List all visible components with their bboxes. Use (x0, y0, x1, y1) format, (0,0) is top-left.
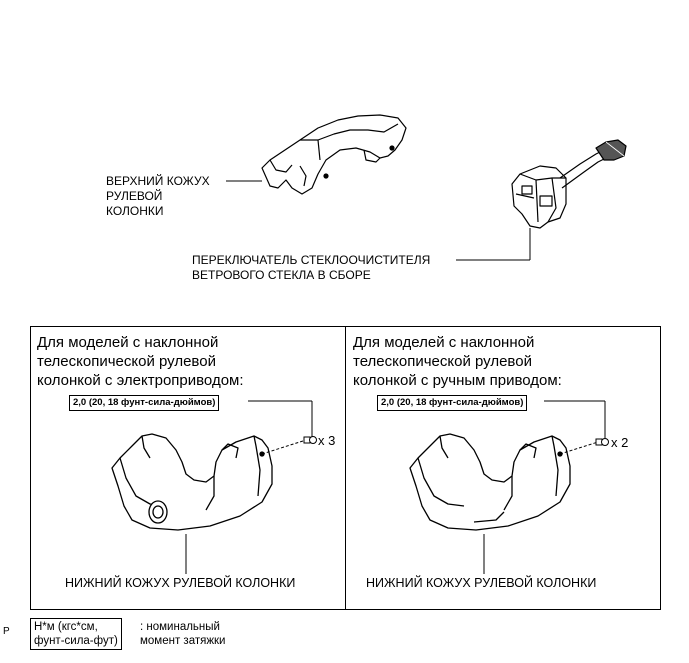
wiper-switch-label-line: ВЕТРОВОГО СТЕКЛА В СБОРЕ (192, 268, 371, 282)
upper-cover-label: ВЕРХНИЙ КОЖУХ РУЛЕВОЙ КОЛОНКИ (106, 174, 210, 219)
torque-leader-left (185, 400, 313, 574)
top-leader-lines (226, 180, 531, 261)
panel-title-line: Для моделей с наклонной (353, 334, 535, 351)
bolt-left-illustration (261, 436, 317, 455)
panel-title: Для моделей с наклонной телескопической … (37, 333, 244, 390)
bolt-count: x 2 (611, 435, 629, 450)
lower-cover-label: НИЖНИЙ КОЖУХ РУЛЕВОЙ КОЛОНКИ (65, 576, 296, 590)
panel-title: Для моделей с наклонной телескопической … (353, 333, 562, 390)
legend-unit-box: Н*м (кгс*см, фунт-сила-фут) (30, 618, 122, 650)
corner-mark: P (3, 626, 10, 637)
panel-manual: Для моделей с наклонной телескопической … (345, 326, 661, 610)
wiper-switch-label: ПЕРЕКЛЮЧАТЕЛЬ СТЕКЛООЧИСТИТЕЛЯ ВЕТРОВОГО… (192, 253, 430, 283)
torque-spec: 2,0 (20, 18 фунт-сила-дюймов) (69, 395, 220, 411)
upper-cover-illustration (261, 114, 407, 195)
panel-electric: Для моделей с наклонной телескопической … (30, 326, 346, 610)
wiper-switch-label-line: ПЕРЕКЛЮЧАТЕЛЬ СТЕКЛООЧИСТИТЕЛЯ (192, 253, 431, 267)
lower-cover-label: НИЖНИЙ КОЖУХ РУЛЕВОЙ КОЛОНКИ (366, 576, 597, 590)
upper-cover-label-line: РУЛЕВОЙ (106, 189, 163, 203)
lower-cover-right-illustration (409, 433, 571, 531)
bolt-right-illustration (559, 438, 609, 455)
panel-title-line: Для моделей с наклонной (37, 334, 219, 351)
panel-title-line: телескопической рулевой (353, 353, 532, 370)
panel-title-line: колонкой с электроприводом: (37, 372, 244, 389)
panel-title-line: телескопической рулевой (37, 353, 216, 370)
legend-description: : номинальный момент затяжки (140, 620, 225, 648)
lower-cover-left-illustration (111, 433, 273, 531)
legend-description-line: момент затяжки (140, 635, 226, 647)
upper-cover-label-line: ВЕРХНИЙ КОЖУХ (106, 174, 210, 188)
wiper-switch-illustration (511, 139, 627, 229)
bolt-count: x 3 (318, 433, 336, 448)
torque-spec: 2,0 (20, 18 фунт-сила-дюймов) (377, 395, 528, 411)
legend-unit-line: Н*м (кгс*см, (34, 621, 98, 633)
legend-unit-line: фунт-сила-фут) (34, 635, 118, 647)
legend-description-line: : номинальный (140, 621, 220, 633)
panel-title-line: колонкой с ручным приводом: (353, 372, 562, 389)
torque-leader-right (483, 400, 606, 574)
upper-cover-label-line: КОЛОНКИ (106, 204, 164, 218)
